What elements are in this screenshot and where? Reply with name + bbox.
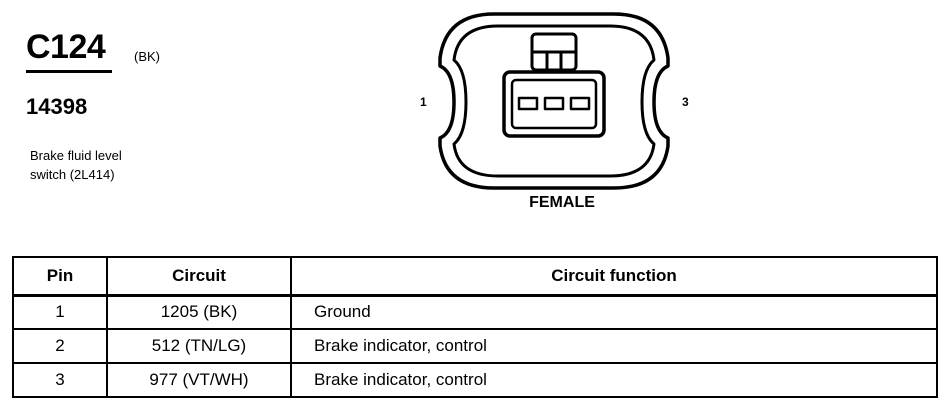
terminal-slot-3 <box>569 96 591 111</box>
header-pin: Pin <box>12 256 108 296</box>
cell-pin: 2 <box>12 328 108 364</box>
connector-description: Brake fluid level switch (2L414) <box>30 146 210 184</box>
terminal-cavity-outer <box>502 70 606 138</box>
connector-id-underline <box>26 70 112 73</box>
terminal-slot-1 <box>517 96 539 111</box>
description-line-1: Brake fluid level <box>30 148 122 163</box>
pin-table: Pin Circuit Circuit function 1 1205 (BK)… <box>12 256 938 398</box>
connector-id: C124 <box>26 28 106 66</box>
connector-housing-inner <box>452 24 656 178</box>
cell-pin: 1 <box>12 294 108 330</box>
header-circuit: Circuit <box>106 256 292 296</box>
connector-gender-label: FEMALE <box>529 194 595 211</box>
table-row: 3 977 (VT/WH) Brake indicator, control <box>12 362 938 398</box>
cell-circuit-function: Ground <box>290 294 938 330</box>
description-line-2: switch (2L414) <box>30 167 115 182</box>
table-row: 2 512 (TN/LG) Brake indicator, control <box>12 328 938 364</box>
cell-circuit: 977 (VT/WH) <box>106 362 292 398</box>
part-number: 14398 <box>26 94 88 119</box>
connector-housing-outer <box>438 12 670 190</box>
pin-callout-left: 1 <box>420 95 427 109</box>
header-circuit-function: Circuit function <box>290 256 938 296</box>
cell-circuit-function: Brake indicator, control <box>290 328 938 364</box>
cell-circuit: 512 (TN/LG) <box>106 328 292 364</box>
connector-color-code: (BK) <box>134 49 160 64</box>
table-row: 1 1205 (BK) Ground <box>12 294 938 330</box>
pin-callout-right: 3 <box>682 95 689 109</box>
cell-circuit: 1205 (BK) <box>106 294 292 330</box>
connector-face-drawing <box>438 12 670 190</box>
terminal-slot-2 <box>543 96 565 111</box>
pin-table-header: Pin Circuit Circuit function <box>12 256 938 296</box>
terminal-cavity-inner <box>510 78 598 130</box>
cell-pin: 3 <box>12 362 108 398</box>
cell-circuit-function: Brake indicator, control <box>290 362 938 398</box>
